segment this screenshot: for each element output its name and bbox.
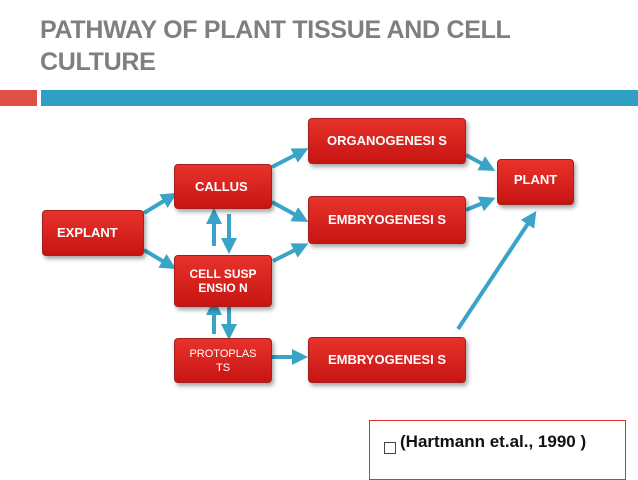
accent-bar-red (0, 90, 37, 106)
node-protoplasts-label: PROTOPLAS TS (189, 347, 257, 374)
arrow-callus-organogenesis (271, 148, 309, 169)
node-callus-label: CALLUS (195, 178, 248, 194)
arrow-embryogenesis-plant (465, 196, 496, 212)
arrow-explant-callus (142, 192, 178, 215)
arrow-embryogenesis2-plant (456, 211, 537, 331)
node-embryogenesis-2: EMBRYOGENESI S (308, 337, 466, 383)
arrow-suspension-embryogenesis (272, 243, 309, 263)
node-organogenesis: ORGANOGENESI S (308, 118, 466, 164)
citation-box: (Hartmann et.al., 1990 ) (369, 420, 626, 480)
checkbox-bullet-icon (384, 442, 396, 454)
node-callus: CALLUS (174, 164, 272, 209)
node-embryogenesis-1-label: EMBRYOGENESI S (328, 212, 446, 227)
citation-text: (Hartmann et.al., 1990 ) (400, 432, 587, 451)
slide-title: PATHWAY OF PLANT TISSUE AND CELL CULTURE (40, 16, 511, 76)
node-embryogenesis-2-label: EMBRYOGENESI S (328, 352, 446, 367)
node-cell-suspension-label: CELL SUSPENSIO N (189, 267, 257, 295)
node-plant-label: PLANT (513, 172, 558, 187)
arrow-explant-suspension (142, 248, 177, 270)
node-embryogenesis-1: EMBRYOGENESI S (308, 196, 466, 244)
node-plant: PLANT (497, 159, 574, 205)
node-organogenesis-label: ORGANOGENESI S (327, 133, 447, 148)
accent-bar-blue (41, 90, 638, 106)
node-explant: EXPLANT (42, 210, 144, 256)
arrow-callus-embryogenesis (271, 200, 309, 222)
node-cell-suspension: CELL SUSPENSIO N (174, 255, 272, 307)
node-explant-label: EXPLANT (57, 225, 118, 240)
arrow-organogenesis-plant (465, 153, 496, 171)
node-protoplasts: PROTOPLAS TS (174, 338, 272, 383)
